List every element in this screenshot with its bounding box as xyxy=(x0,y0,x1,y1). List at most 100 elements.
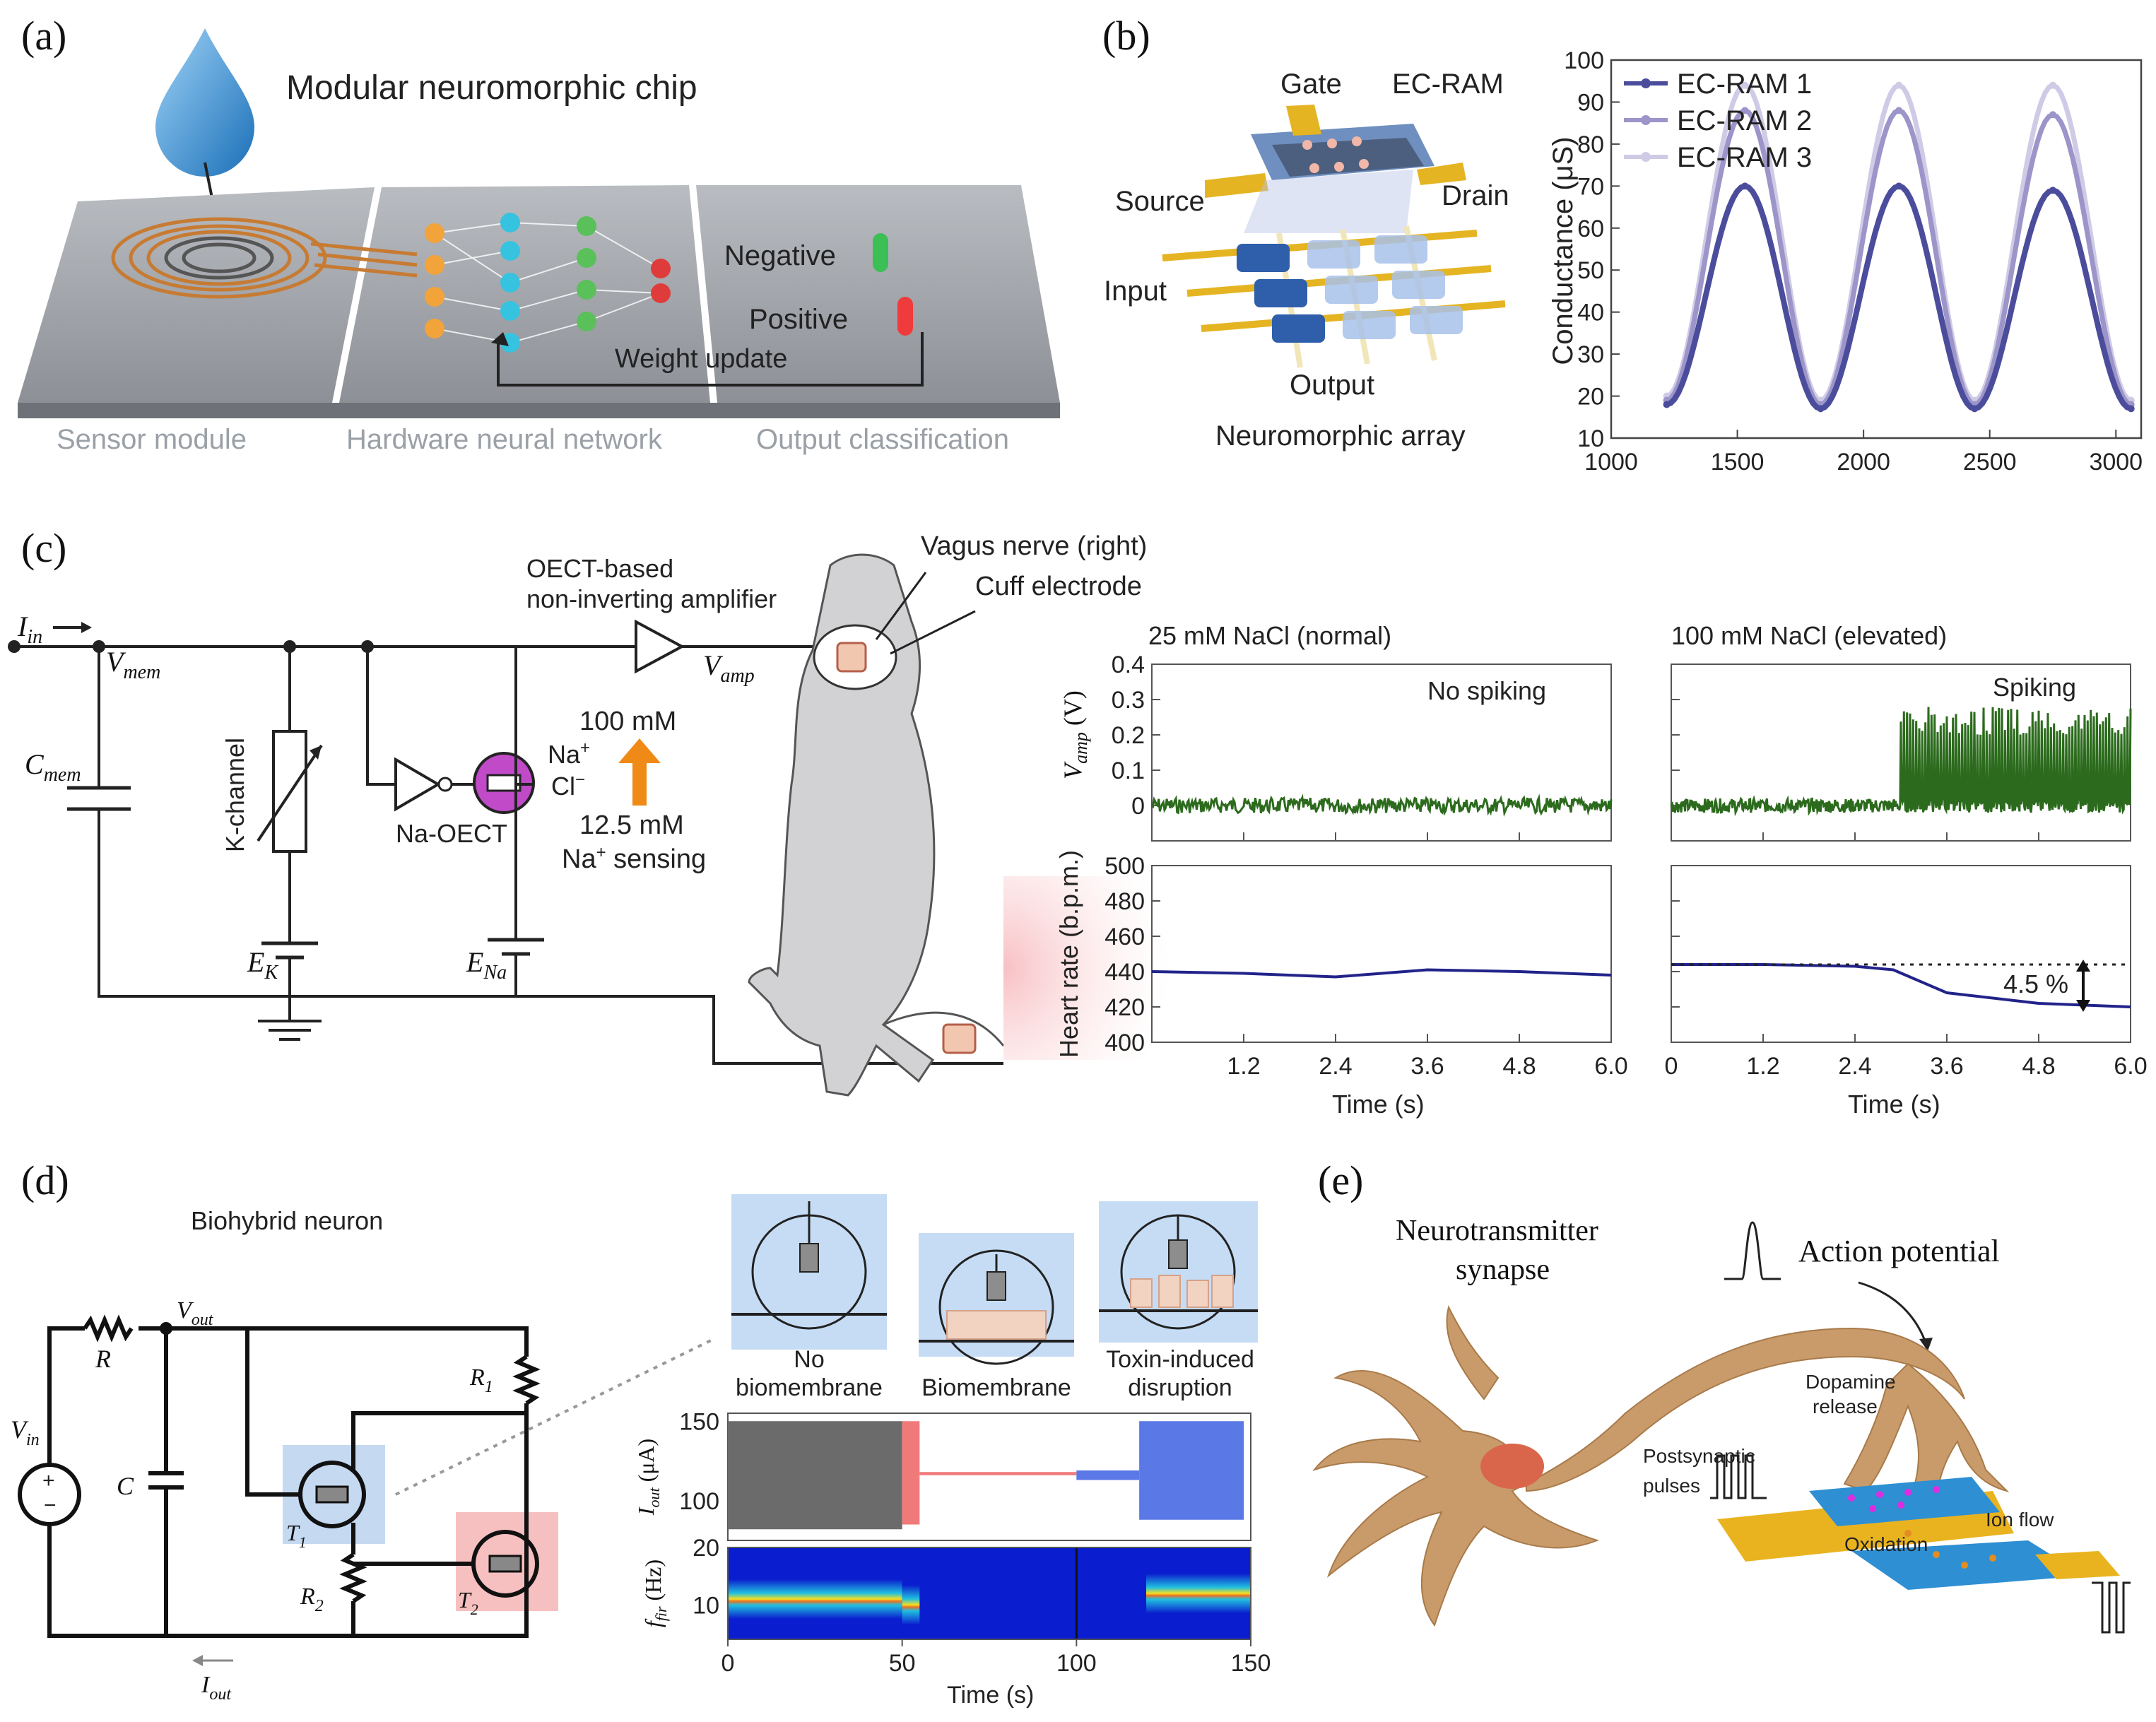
hr-xtick-label-elevated: 0 xyxy=(1665,1053,1678,1080)
dopamine-label-line2: release xyxy=(1813,1396,1878,1417)
conductance-xtick-label: 1000 xyxy=(1584,449,1638,476)
hr-normal-frame xyxy=(1151,865,1612,1043)
output-slab xyxy=(696,185,1060,403)
hr-elevated-frame xyxy=(1671,865,2131,1043)
v-mem-label: Vmem xyxy=(106,646,160,683)
hr-ytick-label: 500 xyxy=(1104,853,1145,880)
postsynaptic-label-line1: Postsynaptic xyxy=(1643,1445,1755,1467)
propagation-arrow xyxy=(1858,1281,1927,1343)
drain-label: Drain xyxy=(1442,180,1509,211)
na-oect-label: Na-OECT xyxy=(396,819,507,848)
weight-update-arrowhead xyxy=(491,332,509,346)
conductance-series xyxy=(1663,81,2135,413)
synapse-label-line2: synapse xyxy=(1456,1254,1550,1286)
na-sensing-label: Na+ sensing xyxy=(562,843,706,874)
output-label: Output xyxy=(1290,370,1374,401)
conductance-legend: EC-RAM 1 EC-RAM 2 EC-RAM 3 xyxy=(1624,69,1812,173)
amplifier-symbol xyxy=(635,619,685,674)
propagation-arrowhead xyxy=(1919,1338,1933,1351)
positive-indicator xyxy=(897,297,913,336)
hr-xtick-label-elevated: 4.8 xyxy=(2022,1053,2055,1080)
positive-label: Positive xyxy=(749,304,848,335)
conductance-point-ecram2 xyxy=(1741,107,1749,114)
vamp-ytick-label: 0.3 xyxy=(1112,687,1145,714)
amp-label-line1: OECT-based xyxy=(526,554,673,583)
hr-ytick-label: 480 xyxy=(1104,888,1145,915)
conductance-xtick-label: 3000 xyxy=(2089,449,2143,476)
heart-signal-glow xyxy=(1003,876,1170,1060)
conductance-ytick-label: 80 xyxy=(1577,131,1604,158)
conductance-ylabel: Conductance (μS) xyxy=(1548,136,1579,365)
iout-segment-red xyxy=(919,1472,1077,1475)
conductance-point-ecram1 xyxy=(1971,405,1979,413)
membrane-state-biomembrane xyxy=(919,1233,1074,1365)
membrane-state-no-biomembrane xyxy=(731,1194,887,1350)
conductance-ytick-label: 10 xyxy=(1577,425,1604,452)
postsynaptic-label-line2: pulses xyxy=(1643,1475,1700,1497)
panel-d-xtick-label: 50 xyxy=(889,1650,916,1677)
hr-ytick-label: 440 xyxy=(1104,959,1145,986)
state-1-line1: No xyxy=(794,1346,824,1373)
panel-a: (a) Modular neuromorphic chip xyxy=(18,13,1060,455)
conductance-ytick-label: 90 xyxy=(1577,89,1604,116)
amp-label-line2: non-inverting amplifier xyxy=(526,584,777,613)
state-1-line2: biomembrane xyxy=(736,1374,883,1401)
r-label: R xyxy=(95,1345,111,1373)
hr-xtick-label: 1.2 xyxy=(1227,1053,1260,1080)
conductance-point-ecram1 xyxy=(1817,405,1825,413)
iout-segment-blue xyxy=(1139,1421,1244,1520)
conductance-point-ecram1 xyxy=(1895,182,1903,190)
c-label: C xyxy=(117,1472,134,1500)
v-out-label: Vout xyxy=(177,1297,214,1329)
iout-ylabel: Iout (μA) xyxy=(633,1439,663,1516)
dopamine-label-line1: Dopamine xyxy=(1805,1371,1896,1393)
spectrogram-band-segment xyxy=(728,1579,902,1620)
hr-xtick-label: 6.0 xyxy=(1594,1053,1627,1080)
iout-segment-blue xyxy=(1076,1470,1140,1480)
panel-d-label: (d) xyxy=(21,1157,69,1203)
state-3-line2: disruption xyxy=(1128,1374,1232,1401)
conductance-point-ecram3 xyxy=(2049,81,2056,89)
spectrogram-band xyxy=(728,1547,1251,1639)
iout-ytick-label: 150 xyxy=(679,1408,719,1435)
conc-high-label: 100 mM xyxy=(579,707,676,736)
panel-a-title: Modular neuromorphic chip xyxy=(286,69,697,107)
rat-illustration xyxy=(748,553,1005,1097)
panel-d-xtick-label: 0 xyxy=(721,1650,735,1677)
svg-text:+: + xyxy=(42,1469,55,1492)
iout-ytick-label: 100 xyxy=(679,1488,719,1515)
panel-c: (c) xyxy=(8,525,2148,1119)
chip-edge xyxy=(18,403,1060,418)
spectrogram-band-segment xyxy=(1146,1574,1251,1613)
conductance-ytick-label: 20 xyxy=(1577,384,1604,411)
panel-d: (d) Biohybrid neuron + xyxy=(11,1157,1271,1709)
action-potential-spike xyxy=(1724,1221,1781,1280)
drop-indicator xyxy=(2076,960,2090,1012)
hr-xtick-label-elevated: 1.2 xyxy=(1746,1053,1779,1080)
hr-xtick-label-elevated: 6.0 xyxy=(2114,1053,2147,1080)
vamp-ytick-label: 0.4 xyxy=(1112,651,1145,678)
weight-update-label: Weight update xyxy=(615,344,787,374)
gate-label: Gate xyxy=(1280,69,1342,100)
membrane-state-toxin xyxy=(1099,1201,1258,1343)
conc-low-label: 12.5 mM xyxy=(579,810,684,840)
ecram-label: EC-RAM xyxy=(1392,69,1504,100)
conductance-point-ecram3 xyxy=(1741,81,1749,89)
hr-normal-trace xyxy=(1151,968,1612,979)
hr-xtick-label-elevated: 2.4 xyxy=(1838,1053,1871,1080)
conductance-ytick-label: 60 xyxy=(1577,216,1604,242)
panel-c-label: (c) xyxy=(21,525,66,571)
na-ion-label: Na+ xyxy=(548,738,590,769)
c-mem-label: Cmem xyxy=(25,748,81,786)
legend-label-ecram3: EC-RAM 3 xyxy=(1677,142,1812,173)
vamp-ytick-label: 0.2 xyxy=(1112,722,1145,749)
hr-ylabel: Heart rate (b.p.m.) xyxy=(1054,850,1083,1058)
e-k-label: EK xyxy=(247,946,278,984)
biohybrid-title: Biohybrid neuron xyxy=(191,1206,383,1235)
legend-label-ecram2: EC-RAM 2 xyxy=(1677,105,1812,136)
t1-label: T1 xyxy=(286,1520,307,1551)
synapse-label-line1: Neurotransmitter xyxy=(1396,1215,1598,1247)
